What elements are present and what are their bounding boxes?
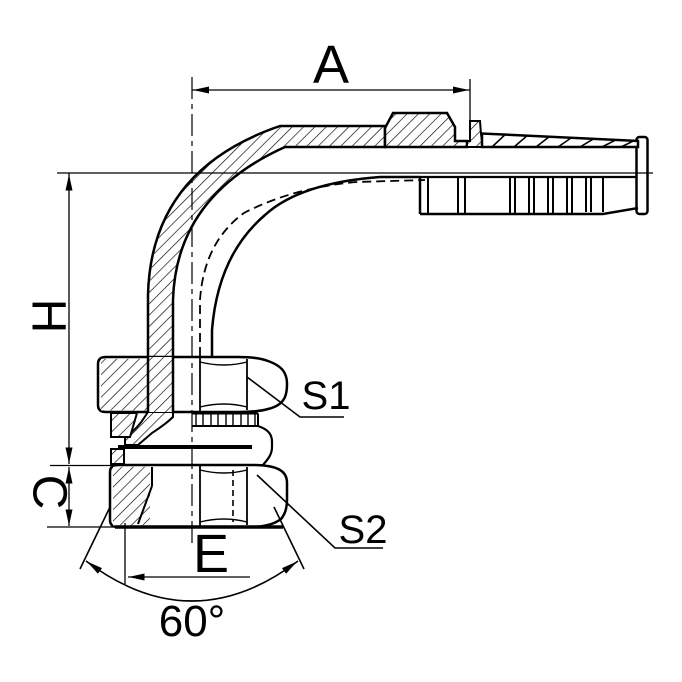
arrowhead <box>65 447 73 464</box>
hidden-bore-arc <box>199 179 426 356</box>
angle-label: 60° <box>159 597 226 646</box>
s2-section-hatch <box>113 466 150 526</box>
s1-leader-line <box>246 376 344 418</box>
dimension-a <box>192 79 471 141</box>
dim-a-label: A <box>313 35 349 95</box>
s2-label: S2 <box>339 508 388 552</box>
arrowhead <box>87 561 103 574</box>
s1-callout <box>246 376 344 418</box>
cone-angle-60 <box>79 506 305 602</box>
s1-label: S1 <box>302 374 351 418</box>
inner-bend-line <box>210 175 420 357</box>
serration-band <box>480 132 640 149</box>
arrowhead <box>128 573 145 581</box>
thread-and-flare <box>110 411 274 466</box>
s2-hex-body <box>108 463 289 529</box>
seat-cone-section-line <box>137 485 153 525</box>
dim-c-label: C <box>22 475 75 510</box>
dim-e-label: E <box>193 524 229 584</box>
angle-arc <box>85 560 299 602</box>
barb-bottom-edge <box>420 206 639 216</box>
arrowhead <box>65 174 73 191</box>
serration-lines <box>491 134 634 148</box>
cone-line-right <box>273 506 305 570</box>
dimension-h <box>65 173 73 464</box>
tail-end-cap <box>635 135 649 216</box>
dim-h-label: H <box>21 299 74 334</box>
hose-barb-tail <box>383 111 649 216</box>
centerlines <box>57 77 653 545</box>
dimension-c <box>47 464 115 528</box>
thread-teeth <box>195 413 256 426</box>
cone-line-left <box>79 506 111 570</box>
s1-section-hatch <box>101 358 148 411</box>
arrowhead <box>65 509 73 526</box>
body-shoulder <box>257 424 274 466</box>
nut-lip-section <box>110 412 139 438</box>
s2-callout <box>256 474 383 549</box>
arrowhead <box>281 561 297 574</box>
barb-ribs <box>427 178 604 214</box>
body-wall-section <box>110 448 125 465</box>
collar-tab-section <box>466 120 483 148</box>
arrowhead <box>193 86 209 94</box>
arrowhead <box>453 86 469 94</box>
s2-leader-line <box>256 474 383 549</box>
dimension-e <box>124 523 250 584</box>
arrowhead <box>65 467 73 484</box>
